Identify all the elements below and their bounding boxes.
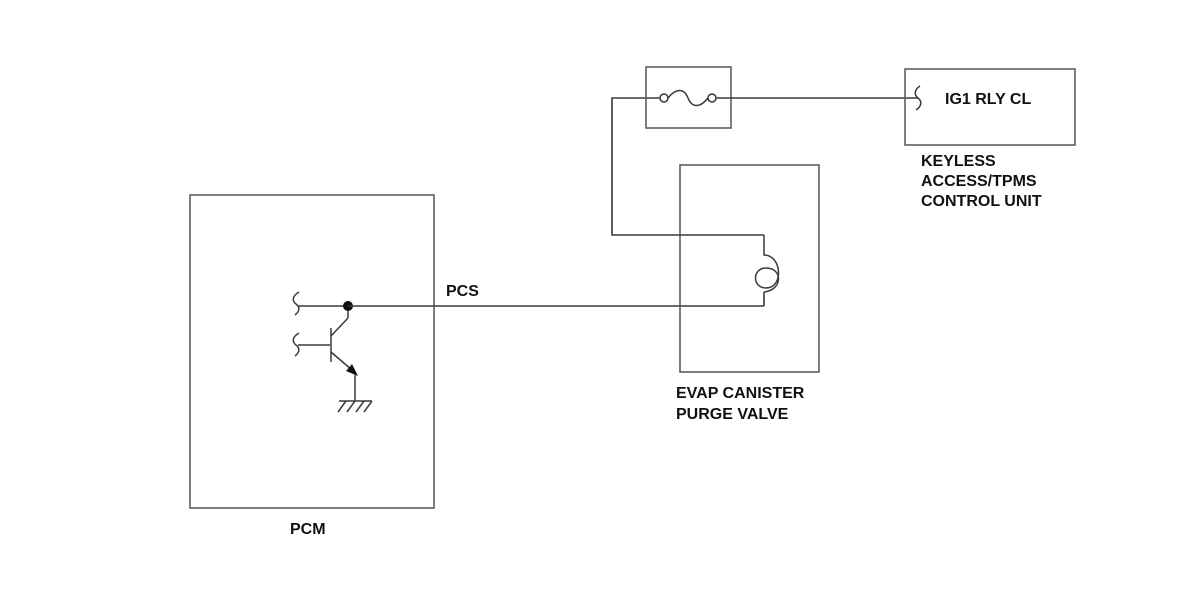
keyless-label-line3: CONTROL UNIT — [921, 193, 1042, 210]
solenoid-coil-icon — [754, 235, 780, 293]
evap-canister-purge-valve: EVAP CANISTER PURGE VALVE — [676, 164, 820, 423]
pcm-unit: PCM — [189, 194, 435, 538]
pcs-label: PCS — [446, 283, 479, 300]
evap-label-line2: PURGE VALVE — [676, 406, 789, 423]
ground-icon — [337, 400, 373, 413]
transistor-symbol — [330, 306, 358, 401]
transistor-collector — [330, 317, 349, 337]
pcm-label: PCM — [290, 521, 326, 538]
evap-valve-box — [679, 164, 820, 373]
ig1-terminal-label: IG1 RLY CL — [945, 91, 1031, 108]
keyless-connector-mark — [914, 85, 922, 111]
fuse-to-valve-wire — [611, 97, 764, 236]
pcm-box — [189, 194, 435, 509]
fuse-terminal-left — [659, 93, 669, 103]
keyless-access-tpms-control-unit: IG1 RLY CL KEYLESS ACCESS/TPMS CONTROL U… — [904, 68, 1076, 210]
transistor-emitter — [330, 351, 353, 371]
fuse-icon — [667, 89, 709, 107]
evap-label-line1: EVAP CANISTER — [676, 385, 805, 402]
keyless-label-line1: KEYLESS — [921, 153, 996, 170]
keyless-unit-box — [904, 68, 1076, 146]
pcm-connector-mark-upper — [292, 291, 300, 316]
pcm-connector-mark-lower — [292, 332, 300, 357]
keyless-label-line2: ACCESS/TPMS — [921, 173, 1037, 190]
fuse-terminal-right — [707, 93, 717, 103]
emitter-arrow-icon — [346, 364, 358, 376]
